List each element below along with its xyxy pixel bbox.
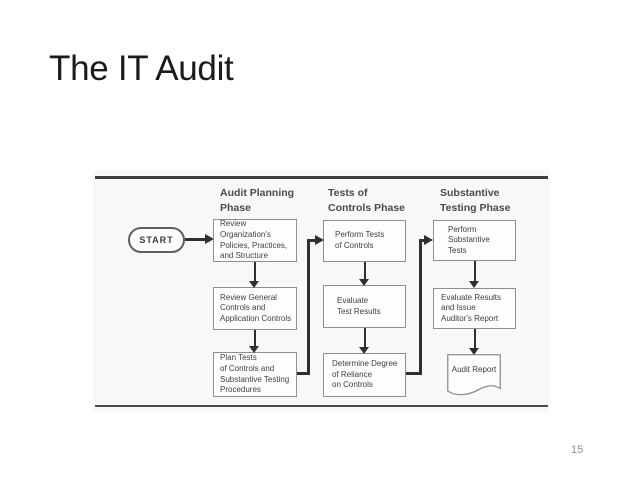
arrow-review-to-general [254,262,256,281]
box-determine-degree-reliance: Determine Degree of Reliance on Controls [323,353,406,397]
arrowhead-general-to-plan [249,346,259,353]
arrow-substantive-to-results [474,261,476,281]
arrowhead-determine-to-substantive [424,235,433,245]
page-number: 15 [571,444,584,456]
arrowhead-evaluate-to-determine [359,347,369,354]
arrow-perform-to-evaluate [364,262,366,279]
start-terminator: START [128,227,185,253]
box-evaluate-test-results: Evaluate Test Results [323,285,406,328]
box-review-organization-policies: Review Organization's Policies, Practice… [213,219,297,262]
connector-determine-to-substantive-top [419,239,426,242]
connector-plan-to-perform-riser [307,239,310,375]
phase-header-audit-planning: Audit Planning Phase [220,187,295,214]
box-perform-substantive-tests: Perform Substantive Tests [433,220,516,261]
arrow-general-to-plan [254,330,256,346]
box-evaluate-results-issue-report: Evaluate Results and Issue Auditor's Rep… [433,288,516,329]
arrow-results-to-report [474,329,476,348]
connector-determine-to-substantive-riser [419,239,422,375]
figure-top-rule [95,176,548,179]
arrow-start-to-review [185,238,206,241]
audit-report-document-shape: Audit Report [447,354,501,397]
box-perform-tests-of-controls: Perform Tests of Controls [323,220,406,262]
arrowhead-substantive-to-results [469,281,479,288]
connector-determine-to-substantive-bottom [406,372,422,375]
figure-bottom-rule [95,405,548,407]
connector-plan-to-perform-bottom [297,372,310,375]
it-audit-flowchart-figure: Audit Planning Phase Tests of Controls P… [93,170,550,412]
phase-header-tests-of-controls: Tests of Controls Phase [328,187,406,214]
box-review-general-controls: Review General Controls and Application … [213,287,297,330]
slide-title: The IT Audit [49,49,234,88]
arrowhead-review-to-general [249,281,259,288]
box-plan-tests: Plan Tests of Controls and Substantive T… [213,352,297,397]
document-outline-icon [447,354,501,396]
arrowhead-plan-to-perform [315,235,324,245]
arrowhead-start-to-review [205,234,214,244]
audit-report-label: Audit Report [451,365,497,374]
arrowhead-perform-to-evaluate [359,279,369,286]
phase-header-substantive-testing: Substantive Testing Phase [440,187,511,214]
arrowhead-results-to-report [469,348,479,355]
arrow-evaluate-to-determine [364,328,366,347]
connector-plan-to-perform-top [307,239,316,242]
